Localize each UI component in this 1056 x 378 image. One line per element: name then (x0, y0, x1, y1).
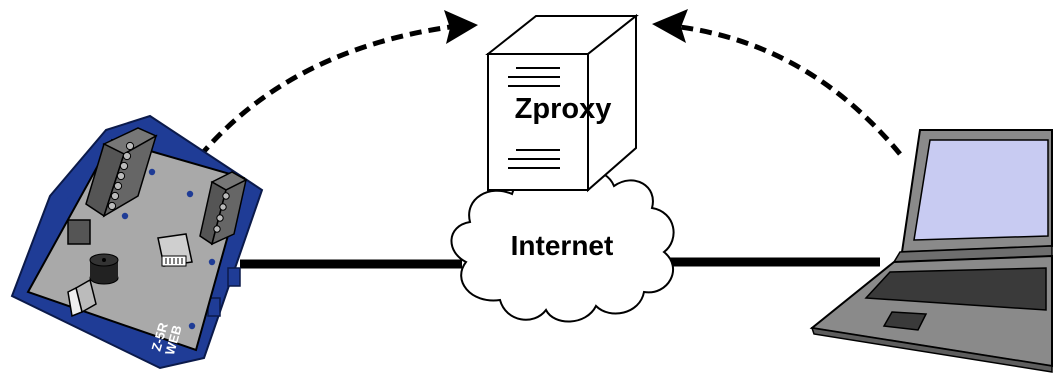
laptop-keyboard (864, 267, 1047, 311)
dashed-arrow-controller-to-server (198, 10, 478, 158)
buzzer-icon (89, 253, 119, 285)
usb-port-icon (67, 278, 97, 318)
terminal-block (199, 171, 248, 246)
laptop-icon (809, 129, 1053, 373)
ethernet-port-icon (157, 233, 193, 267)
laptop-screen (913, 139, 1049, 241)
board-button (67, 219, 91, 245)
controller-board-icon: Z-5R WEB (10, 114, 264, 370)
server-label: Zproxy (515, 93, 612, 125)
cloud-label: Internet (511, 230, 614, 261)
cloud-icon: Internet (450, 169, 675, 323)
laptop-touchpad (882, 311, 928, 331)
dashed-arrow-laptop-to-server (652, 9, 902, 156)
terminal-block (85, 127, 158, 218)
server-tower-icon: Zproxy (485, 13, 639, 193)
